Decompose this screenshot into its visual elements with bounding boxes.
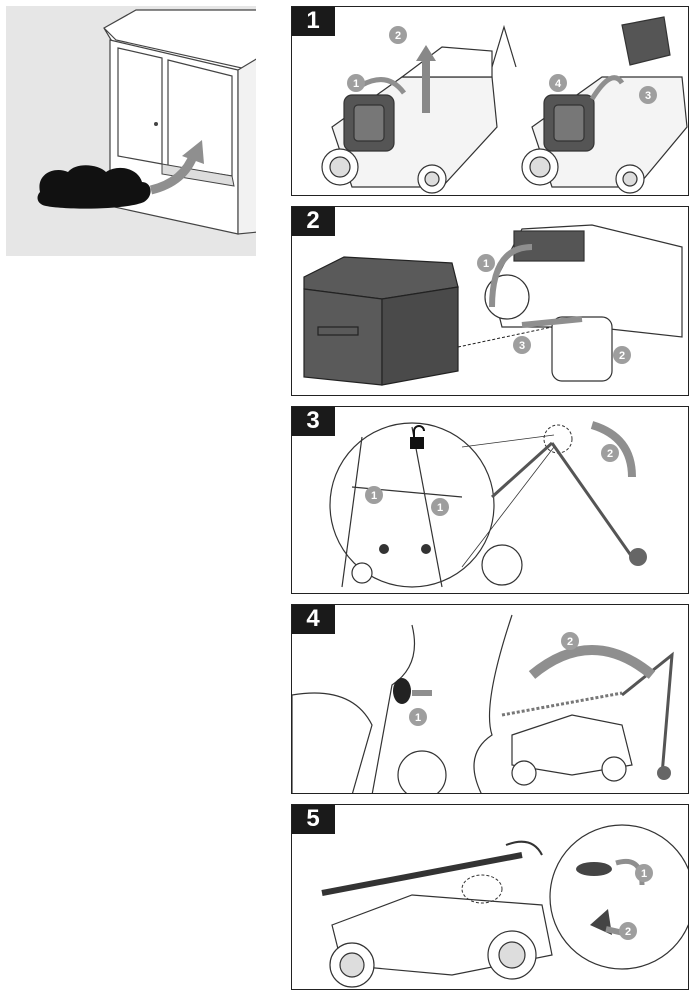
callout-markers: 1 2 4 3: [347, 26, 657, 104]
callout-markers: 1 2: [409, 632, 579, 726]
step-4-panel: 4 1 2: [291, 604, 689, 794]
callout-label: 1: [353, 78, 359, 90]
step-1-panel: 1 1 2 4 3: [291, 6, 689, 196]
callout-label: 2: [625, 926, 631, 938]
callout-label: 2: [395, 30, 401, 42]
callout-label: 2: [607, 448, 613, 460]
step-number: 5: [292, 805, 335, 834]
remove-battery-illustration: 1 2 4 3: [321, 16, 688, 194]
shed-icon: [6, 6, 259, 256]
fold-handle-illustration: 1 2: [292, 614, 674, 793]
callout-label: 4: [555, 78, 562, 90]
callout-label: 1: [483, 258, 489, 270]
step-number: 1: [292, 7, 335, 36]
callout-label: 2: [619, 350, 625, 362]
cross-icon: [421, 544, 431, 554]
callout-markers: 1 1 2: [365, 444, 619, 516]
callout-label: 1: [437, 502, 443, 514]
tick-icon: [379, 544, 389, 554]
callout-label: 3: [645, 90, 651, 102]
unlock-icon: [410, 425, 425, 449]
mower-storage-icon: [37, 165, 151, 209]
step-number: 2: [292, 207, 335, 236]
callout-label: 3: [519, 340, 525, 352]
callout-markers: 1 2 3: [477, 254, 631, 364]
callout-label: 1: [371, 490, 377, 502]
callout-label: 1: [641, 868, 647, 880]
callout-label: 2: [567, 636, 573, 648]
step-3-panel: 3 1 1 2: [291, 406, 689, 594]
callout-label: 1: [415, 712, 421, 724]
step-number: 4: [292, 605, 335, 634]
unlock-handle-illustration: 1 1 2: [329, 421, 647, 588]
step-2-panel: 2 1 2 3: [291, 206, 689, 396]
step-number: 3: [292, 407, 335, 436]
storage-illustration: [6, 6, 259, 256]
lock-folded-handle-illustration: 1 2: [321, 824, 688, 988]
callout-markers: 1 2: [619, 864, 653, 940]
grass-box-illustration: 1 2 3: [303, 224, 683, 386]
step-5-panel: 5 1 2: [291, 804, 689, 990]
